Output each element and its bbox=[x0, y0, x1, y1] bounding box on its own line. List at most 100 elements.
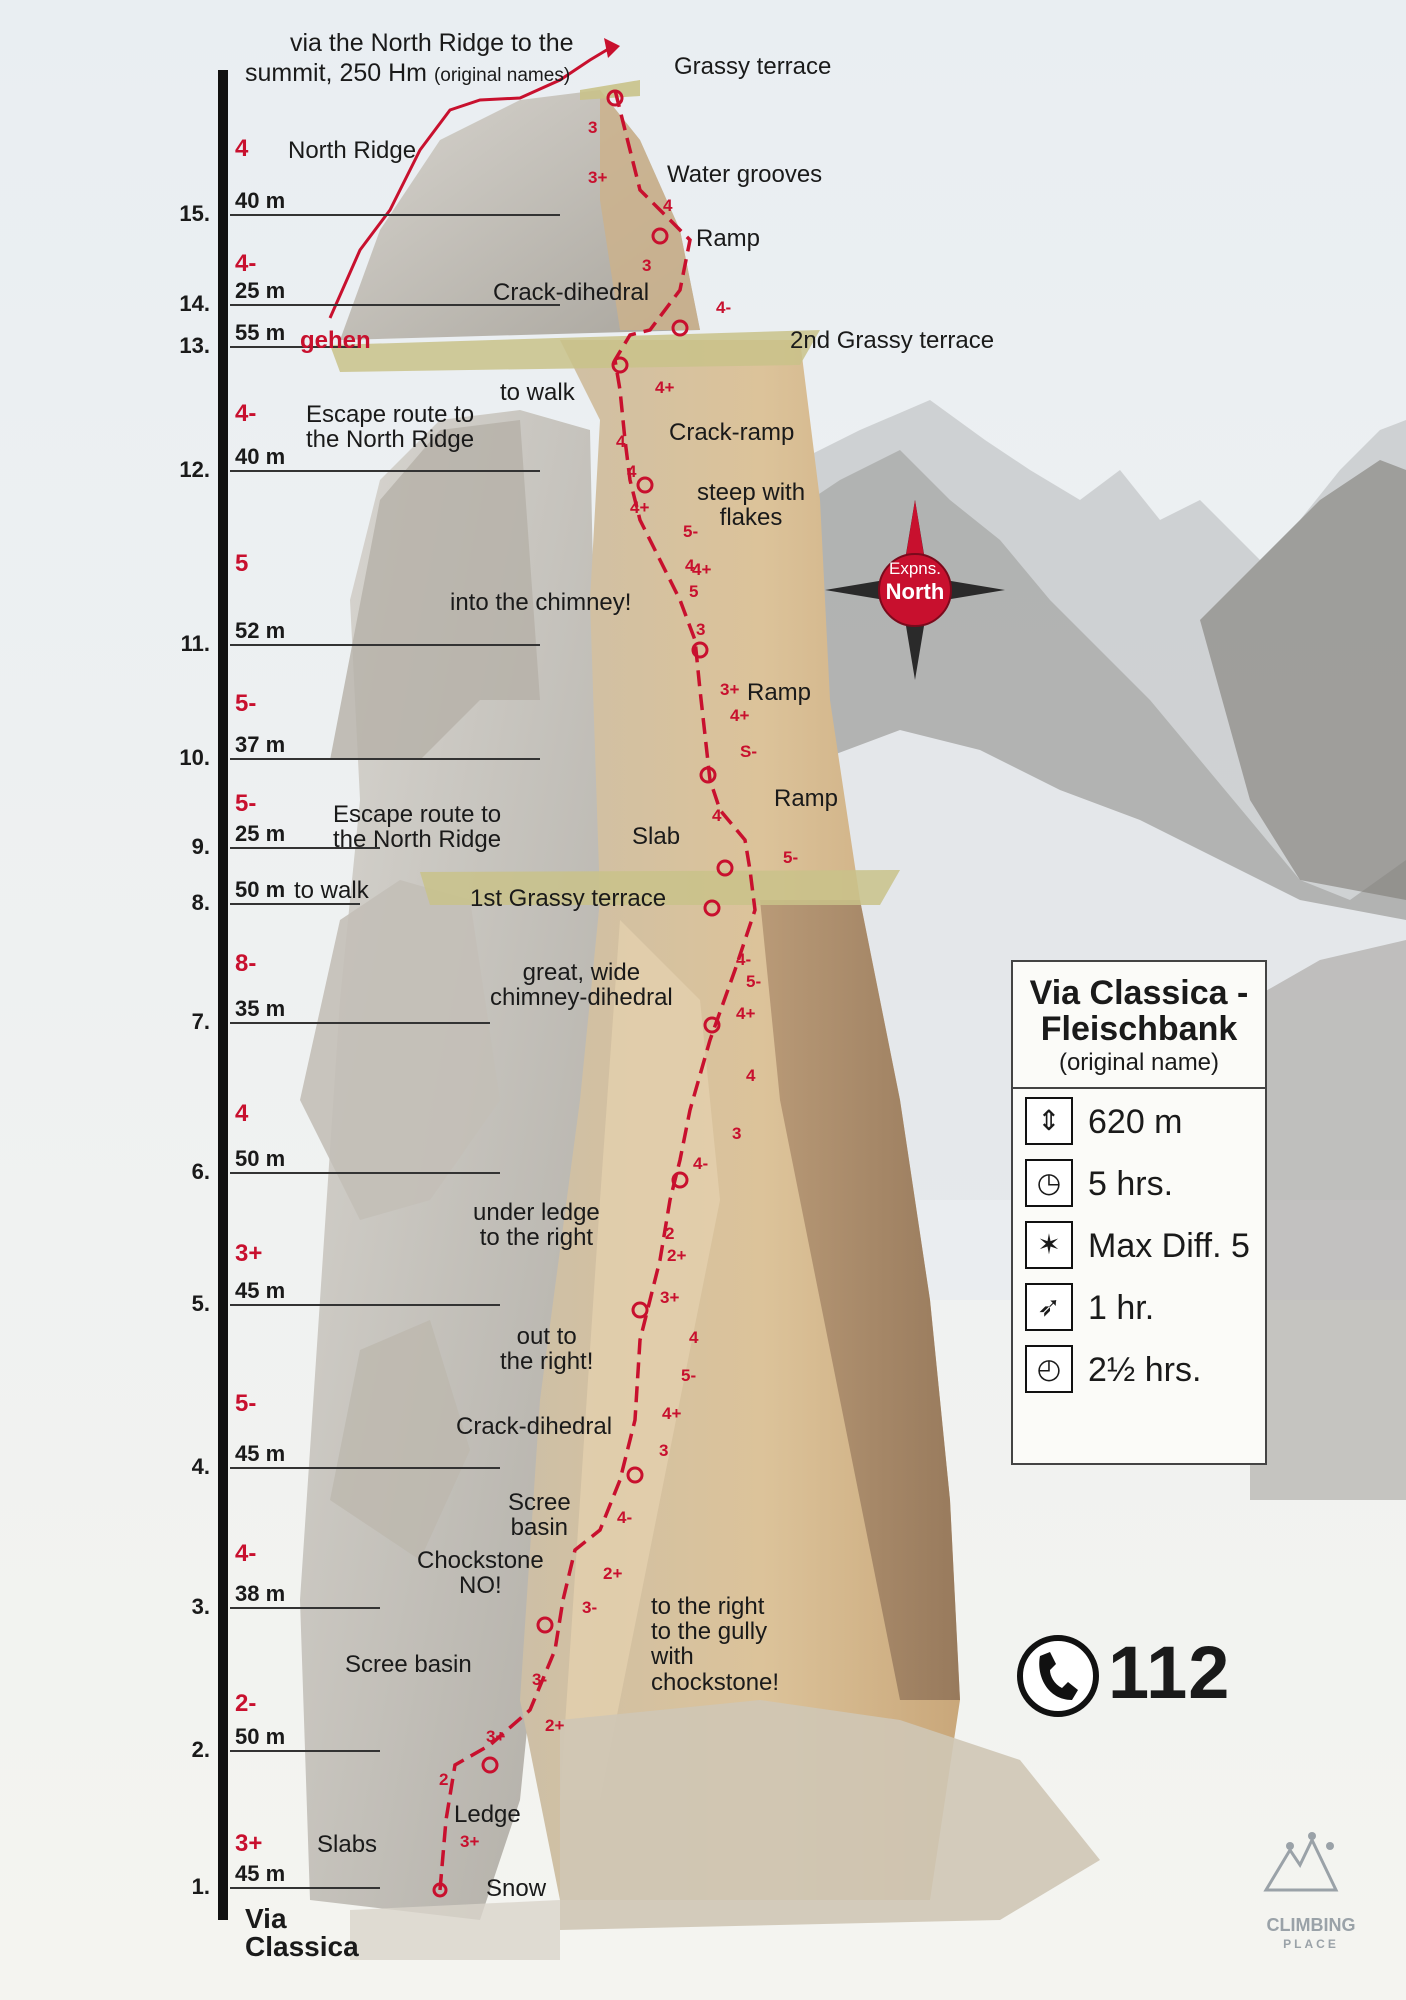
wide-chimney-line2: chimney-dihedral bbox=[490, 984, 673, 1012]
route-grade: 4+ bbox=[655, 378, 675, 397]
route-grade: 3 bbox=[642, 256, 652, 275]
label-to-walk-top: to walk bbox=[500, 379, 575, 406]
label-crack-dihedral-top: Crack-dihedral bbox=[493, 279, 650, 306]
label-snow: Snow bbox=[486, 1875, 547, 1902]
route-grade: 5 bbox=[689, 582, 699, 601]
route-grade: 5- bbox=[681, 1366, 697, 1385]
label-ramp-middle: Ramp bbox=[747, 679, 812, 706]
approach-hiker-icon: ➶ bbox=[1025, 1283, 1073, 1332]
route-title: Via Classica - Fleischbank bbox=[1029, 974, 1249, 1048]
route-start-label: Via Classica bbox=[245, 1905, 359, 1961]
left-buttresses bbox=[300, 410, 600, 1920]
route-grade: 5- bbox=[783, 848, 799, 867]
pitch-divider-line bbox=[230, 903, 360, 905]
label-ramp-lower: Ramp bbox=[774, 785, 839, 812]
pitch-grade: 3+ bbox=[235, 1830, 263, 1857]
route-grade: 3+ bbox=[460, 1832, 480, 1851]
pitch-number: 3. bbox=[191, 1594, 210, 1619]
route-grade: 4 bbox=[689, 1328, 699, 1347]
escape-route-lower-line1: Escape route to bbox=[333, 801, 502, 828]
route-grade: 4- bbox=[693, 1154, 709, 1173]
route-grade: 4 bbox=[616, 432, 626, 451]
label-steep-with-flakes: steep with flakes bbox=[697, 480, 805, 530]
summit-note-original-names: (original names) bbox=[433, 65, 571, 86]
route-grade: 2 bbox=[665, 1224, 675, 1243]
pitch-length: 50 m bbox=[235, 877, 286, 902]
route-grade: 4 bbox=[685, 556, 695, 575]
gehen-label: gehen bbox=[300, 327, 371, 354]
pitch-number: 2. bbox=[191, 1737, 210, 1762]
pitch-number: 5. bbox=[191, 1291, 210, 1316]
escape-route-upper-line1: Escape route to bbox=[306, 401, 475, 428]
steep-flakes-line2: flakes bbox=[719, 504, 783, 532]
second-grassy-terrace-shape bbox=[330, 330, 820, 372]
pitch-divider-line bbox=[230, 470, 540, 472]
phone-icon bbox=[1017, 1635, 1099, 1717]
pitch-length: 35 m bbox=[235, 996, 286, 1021]
logo-line1: CLIMBING bbox=[1266, 1915, 1356, 1935]
label-escape-route-upper: Escape route to the North Ridge bbox=[306, 402, 474, 452]
climber-difficulty-icon: ✶ bbox=[1025, 1221, 1073, 1270]
route-grade: 4- bbox=[617, 1508, 633, 1527]
pitch-grade: 5 bbox=[235, 550, 249, 577]
route-grade: 3 bbox=[659, 1441, 669, 1460]
pitch-length: 38 m bbox=[235, 1581, 286, 1606]
pitch-length: 25 m bbox=[235, 821, 286, 846]
info-value: Max Diff. 5 bbox=[1088, 1227, 1250, 1266]
route-grade: 2+ bbox=[603, 1564, 623, 1583]
label-ledge: Ledge bbox=[454, 1801, 521, 1828]
via-classica-route-line bbox=[438, 89, 757, 1891]
pitch-grade: 2- bbox=[235, 1690, 257, 1717]
route-grade: 4- bbox=[736, 950, 752, 969]
info-separator bbox=[1013, 1087, 1265, 1090]
label-scree-basin-upper: Scree basin bbox=[508, 1490, 571, 1540]
wide-chimney-line1: great, wide bbox=[522, 959, 641, 986]
pitch-grade: 5- bbox=[235, 790, 257, 817]
route-grade: 3- bbox=[532, 1670, 548, 1689]
gully-line3: with bbox=[651, 1643, 694, 1671]
chockstone-line2: NO! bbox=[459, 1572, 502, 1600]
pitch-grade: 4- bbox=[235, 400, 257, 427]
route-grade: 4 bbox=[712, 806, 722, 825]
label-wide-chimney-dihedral: great, wide chimney-dihedral bbox=[490, 960, 673, 1010]
summit-grass-shape bbox=[580, 80, 640, 100]
pitch-divider-line bbox=[230, 1750, 380, 1752]
route-grade: 3 bbox=[588, 118, 598, 137]
scree-basin-upper-line1: Scree bbox=[508, 1489, 571, 1516]
first-grassy-terrace-shape bbox=[420, 870, 900, 905]
info-value: 1 hr. bbox=[1088, 1289, 1155, 1328]
pitch-number: 13. bbox=[179, 333, 210, 358]
gully-line1: to the right bbox=[651, 1593, 765, 1620]
pitch-number: 6. bbox=[191, 1159, 210, 1184]
route-grade: 2+ bbox=[545, 1716, 565, 1735]
label-into-the-chimney: into the chimney! bbox=[450, 589, 632, 616]
route-subtitle: (original name) bbox=[1058, 1049, 1220, 1077]
pitch-number: 7. bbox=[191, 1009, 210, 1034]
route-grade: 5- bbox=[746, 972, 762, 991]
pitch-divider-line bbox=[230, 1304, 500, 1306]
route-grade: 4 bbox=[746, 1066, 756, 1085]
out-right-line2: the right! bbox=[500, 1348, 594, 1376]
pitch-length: 50 m bbox=[235, 1724, 286, 1749]
north-ridge-arrow-head bbox=[604, 38, 620, 58]
compass-label-north: North bbox=[885, 579, 945, 604]
route-info-rows: ⇕620 m◷5 hrs.✶Max Diff. 5➶1 hr.◴2½ hrs. bbox=[1013, 1089, 1265, 1399]
belay-stations bbox=[432, 89, 734, 1898]
climbing-place-logo bbox=[1263, 1832, 1339, 1892]
label-ramp-top: Ramp bbox=[696, 225, 761, 252]
pitch-length: 37 m bbox=[235, 732, 286, 757]
pitch-number: 10. bbox=[179, 745, 210, 770]
start-label-line1: Via bbox=[245, 1903, 287, 1934]
steep-flakes-line1: steep with bbox=[697, 479, 806, 506]
pitch-number: 1. bbox=[191, 1874, 210, 1899]
route-grade: 4+ bbox=[736, 1004, 756, 1023]
label-to-the-gully: to the right to the gully with chockston… bbox=[651, 1594, 779, 1695]
route-grade: 2 bbox=[439, 1770, 449, 1789]
route-grade: 4 bbox=[663, 196, 673, 215]
pitch-length: 55 m bbox=[235, 320, 286, 345]
compass-label-line1: Expns. bbox=[889, 559, 941, 578]
gully-line4: chockstone! bbox=[651, 1668, 780, 1696]
under-ledge-line2: to the right bbox=[479, 1224, 594, 1252]
pitch-length: 40 m bbox=[235, 188, 286, 213]
info-row: ◴2½ hrs. bbox=[1013, 1337, 1265, 1399]
